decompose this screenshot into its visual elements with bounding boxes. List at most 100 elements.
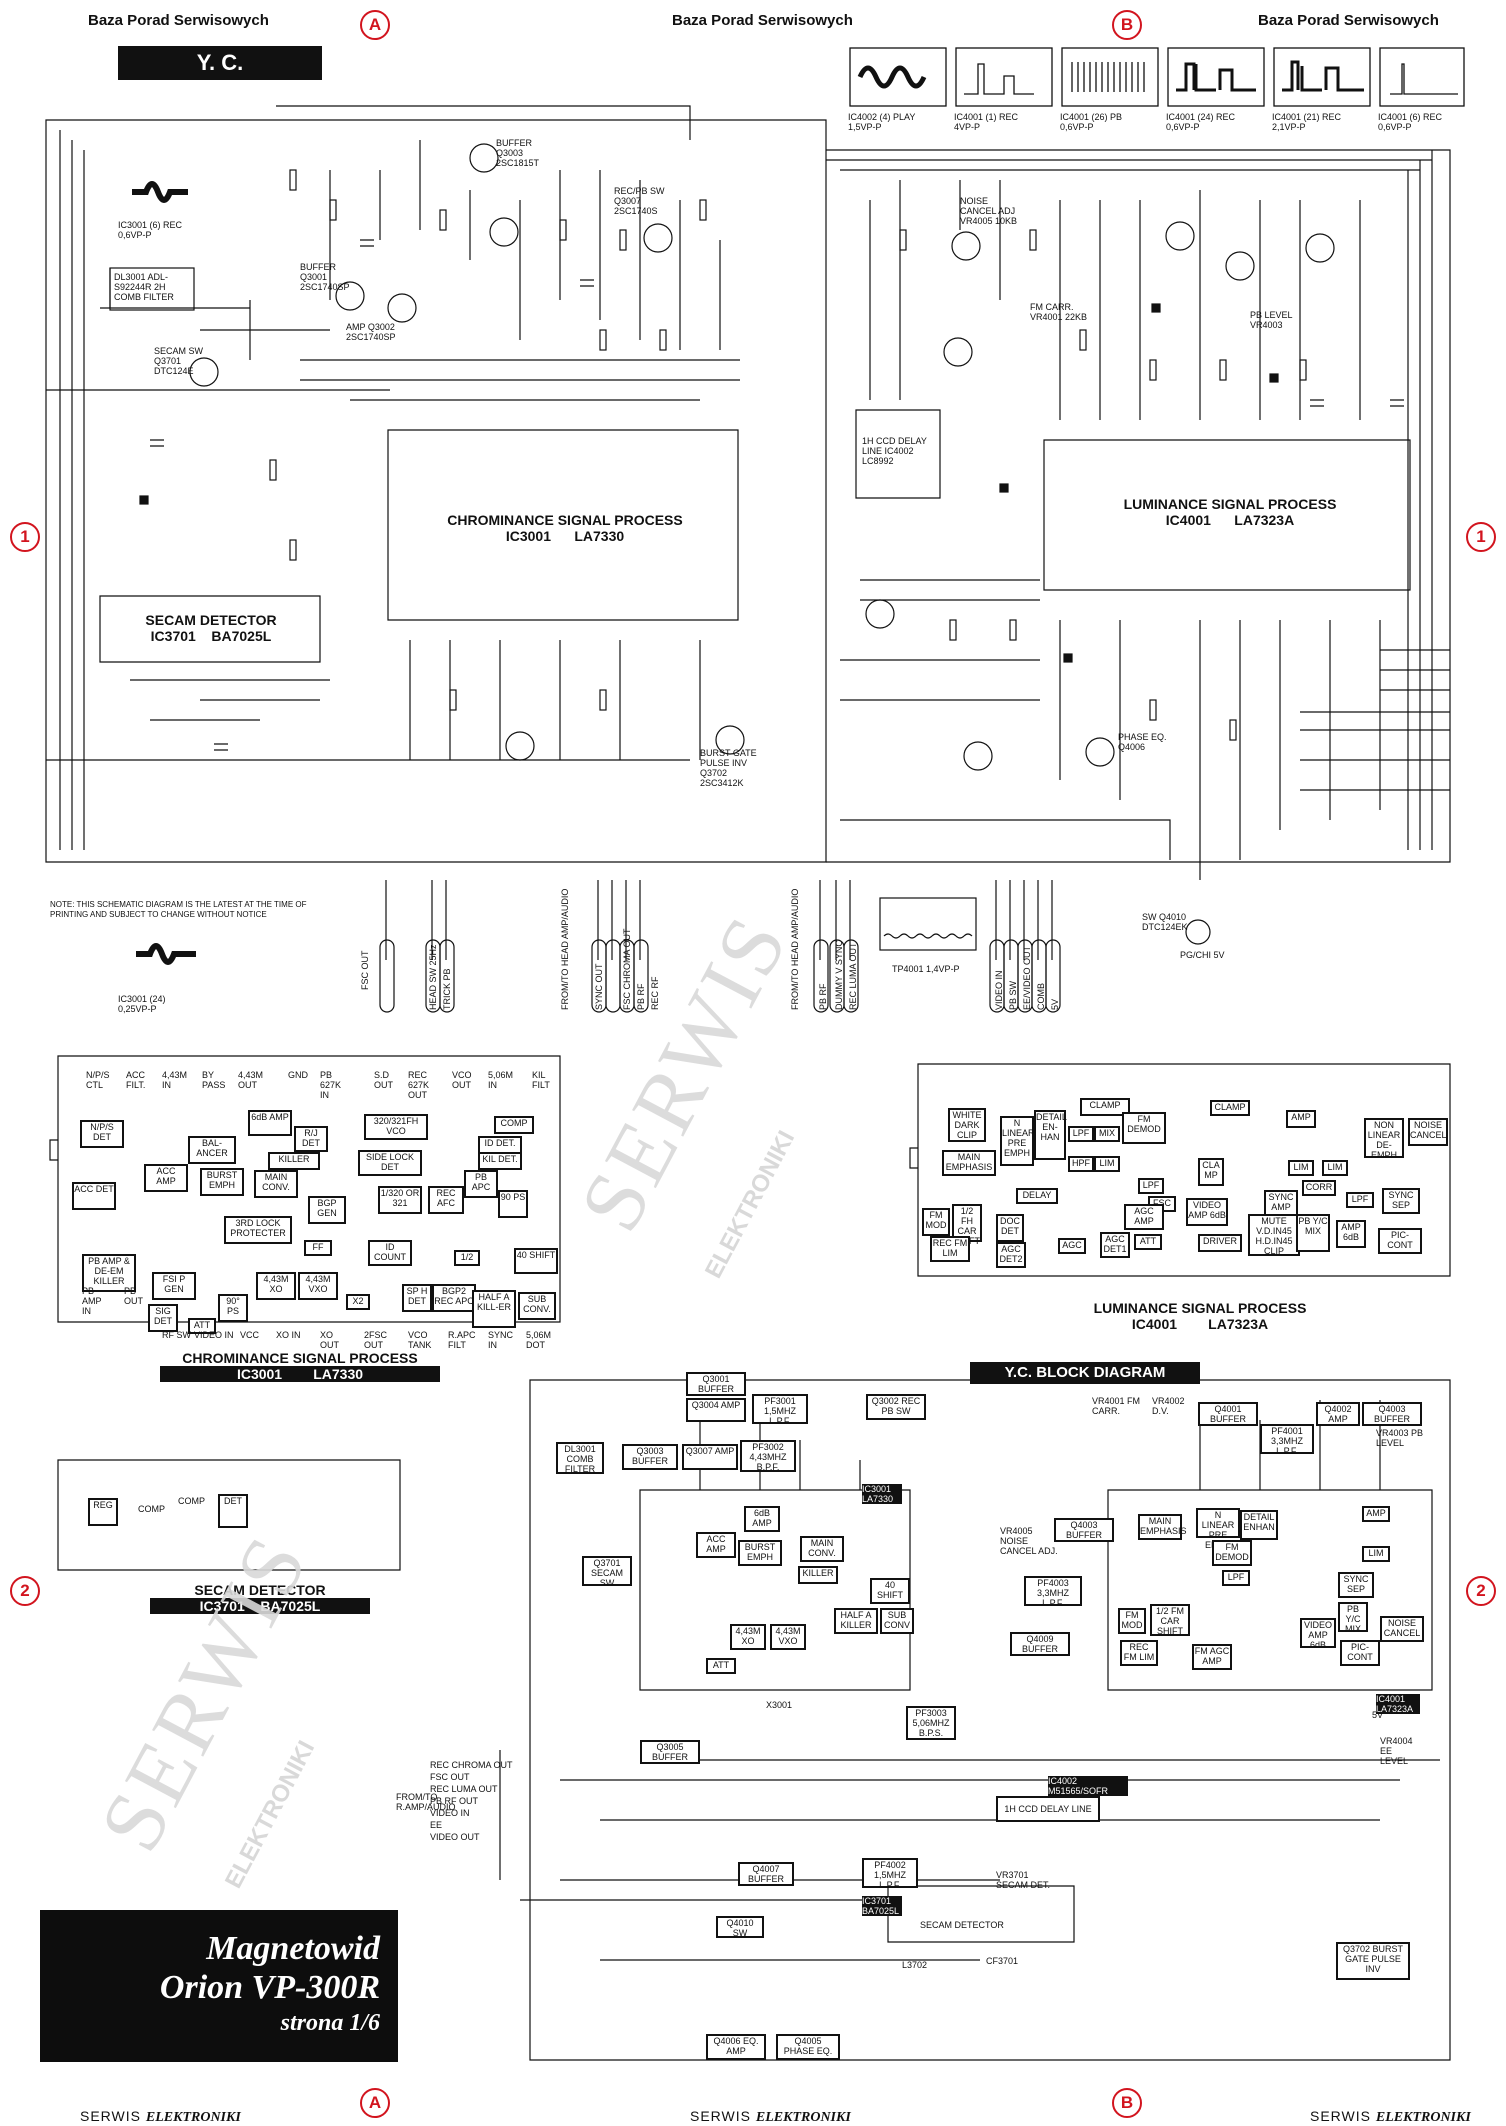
yc-block-10: BURST EMPH (738, 1540, 782, 1566)
amp1-label: AMP Q3002 2SC1740SP (346, 322, 396, 342)
yc-block-19: ATT (706, 1658, 736, 1674)
chroma-pin-bottom-7: 2FSC OUT (364, 1330, 388, 1350)
chroma-pin-bottom-8: VCO TANK (408, 1330, 432, 1350)
yc-block-33: Q4009 BUFFER (1010, 1632, 1070, 1656)
luma-block-30: AGC AMP (1124, 1204, 1164, 1230)
chroma-pin-bottom-6: XO OUT (320, 1330, 339, 1350)
chroma-pin-top-2: 4,43M IN (162, 1070, 188, 1090)
luma-block-12: CLA MP (1198, 1158, 1224, 1186)
marker-1-left: 1 (10, 522, 40, 552)
chroma-pin-top-11: KIL FILT (532, 1070, 550, 1090)
connector-left-4: FROM/TO HEAD AMP/AUDIO (560, 888, 570, 1010)
wave-ic3001b-label: IC3001 (24)0,25VP-P (118, 994, 166, 1014)
luma-block-9: LIM (1094, 1156, 1120, 1172)
yc-block-32: PF4003 3,3MHZ L.P.F. (1024, 1576, 1082, 1608)
chroma-block-6: R/J DET (294, 1126, 328, 1152)
connector-left-5: FSC CHROMA OUT (622, 928, 632, 1010)
yc-block-11: 6dB AMP (744, 1506, 780, 1532)
chroma-block-7: 320/321FH VCO (364, 1114, 428, 1140)
yc-block-8: Q3701 SECAM SW (582, 1556, 632, 1588)
yc-block-38: LPF (1222, 1570, 1250, 1586)
chroma-pin-top-8: REC 627K OUT (408, 1070, 430, 1100)
luma-block-caption: LUMINANCE SIGNAL PROCESS IC4001 LA7323A (1093, 1300, 1307, 1332)
burst-gate-label: BURST GATE PULSE INV Q3702 2SC3412K (700, 748, 757, 788)
yc-input-6: VIDEO OUT (430, 1832, 480, 1842)
header-center: Baza Porad Serwisowych (672, 12, 853, 29)
yc-block-3: Q3002 REC PB SW (866, 1394, 926, 1420)
luma-block-36: PB Y/C MIX (1296, 1214, 1330, 1252)
connector-right-2: DUMMY V SYNC (834, 940, 844, 1010)
connector-left-3: SYNC OUT (594, 963, 604, 1010)
chroma-pin-top-3: BY PASS (202, 1070, 226, 1090)
buffer-rec-label: BUFFER Q3003 2SC1815T (496, 138, 540, 168)
header-right: Baza Porad Serwisowych (1258, 12, 1439, 29)
chroma-block-32: PB AMP & DE-EM KILLER (82, 1254, 136, 1292)
yc-block-21: PF3003 5,06MHZ B.P.S. (906, 1706, 956, 1740)
yc-block-49: VIDEO AMP 6dB (1300, 1618, 1336, 1650)
luma-block-diagram: WHITE DARK CLIP MAIN EMPHASIS N LINEAR P… (918, 1064, 1450, 1276)
chroma-pin-bottom-0: PB AMP IN (82, 1286, 102, 1316)
chroma-pin-top-10: 5,06M IN (488, 1070, 514, 1090)
yc-block-55: SECAM DETECTOR (920, 1920, 1004, 1930)
yc-block-1: Q3004 AMP (686, 1398, 746, 1422)
luma-block-16: LIM (1288, 1160, 1314, 1176)
secam-ic-label: SECAM DETECTOR IC3701 BA7025L (145, 612, 277, 644)
yc-block-43: NOISE CANCEL (1380, 1616, 1424, 1642)
luma-block-11: CLAMP (1210, 1100, 1250, 1116)
delay-line-label: 1H CCD DELAY LINE IC4002 LC8992 (862, 436, 927, 466)
yc-block-23: VR4001 FM CARR. (1092, 1396, 1141, 1416)
chroma-block-20: FF (304, 1240, 332, 1256)
luma-block-7: FM DEMOD (1122, 1112, 1166, 1144)
yc-block-13: KILLER (798, 1566, 838, 1584)
yc-block-25: Q4001 BUFFER (1198, 1402, 1258, 1426)
yc-block-28: Q4003 BUFFER (1362, 1402, 1422, 1426)
luma-block-37: AMP 6dB (1336, 1220, 1366, 1248)
chroma-pin-top-1: ACC FILT. (126, 1070, 146, 1090)
chroma-block-24: FSI P GEN (152, 1272, 196, 1300)
yc-block-15: HALF A KILLER (834, 1608, 878, 1634)
chroma-pin-bottom-9: R.APC FILT (448, 1330, 476, 1350)
luma-block-31: AGC (1058, 1238, 1086, 1254)
chroma-block-1: ACC DET (72, 1182, 116, 1210)
chroma-block-17: PB APC (464, 1170, 498, 1198)
connector-left-0: FSC OUT (360, 950, 370, 991)
secam-block-diagram: REG COMP COMP DET (58, 1460, 400, 1570)
yc-block-35: N LINEAR PRE EMPH (1196, 1508, 1240, 1550)
luma-block-35: MUTE V.D.IN45 H.D.IN45 CLIP (1248, 1214, 1300, 1256)
chroma-pin-top-6: PB 627K IN (320, 1070, 342, 1100)
yc-block-7: PF3002 4,43MHZ B.P.F. (740, 1440, 796, 1472)
yc-block-6: Q3007 AMP (682, 1444, 738, 1470)
yc-block-42: PB Y/C MIX (1338, 1602, 1368, 1634)
fm-carr-label: FM CARR. VR4001 22KB (1030, 302, 1088, 322)
yc-block-title: Y.C. BLOCK DIAGRAM (970, 1362, 1200, 1384)
yc-block-34: MAIN EMPHASIS (1138, 1514, 1187, 1540)
chroma-pin-bottom-1: PB OUT (124, 1286, 143, 1306)
yc-block-46: 1/2 FM CAR SHIFT (1150, 1604, 1190, 1636)
chroma-block-22: 1/2 (454, 1250, 480, 1266)
chroma-block-13: BGP GEN (308, 1196, 346, 1224)
schematic-note: NOTE: THIS SCHEMATIC DIAGRAM IS THE LATE… (50, 900, 307, 919)
waveform-strip (846, 42, 1466, 142)
yc-input-5: EE (430, 1820, 443, 1830)
luma-block-25: FM MOD (922, 1208, 950, 1236)
chroma-block-30: HALF A KILL-ER (472, 1290, 516, 1328)
yc-block-58: Q3702 BURST GATE PULSE INV (1336, 1942, 1410, 1980)
luma-block-33: ATT (1134, 1234, 1162, 1250)
chroma-block-27: X2 (346, 1294, 370, 1310)
yc-block-26: PF4001 3,3MHZ L.P.F. (1260, 1424, 1314, 1456)
yc-input-3: PB RF OUT (430, 1796, 479, 1806)
luma-block-18: CORR (1302, 1180, 1336, 1196)
yc-block-40: LIM (1362, 1546, 1390, 1562)
connector-right-3: REC LUMA OUT (848, 942, 858, 1010)
chroma-block-19: 3RD LOCK PROTECTER (224, 1216, 292, 1244)
yc-block-30: VR4005 NOISE CANCEL ADJ. (1000, 1526, 1058, 1556)
brand-line-3: strona 1/6 (280, 2010, 380, 2036)
luma-block-10: LPF (1138, 1178, 1164, 1194)
luma-block-38: PIC-CONT (1378, 1228, 1422, 1254)
